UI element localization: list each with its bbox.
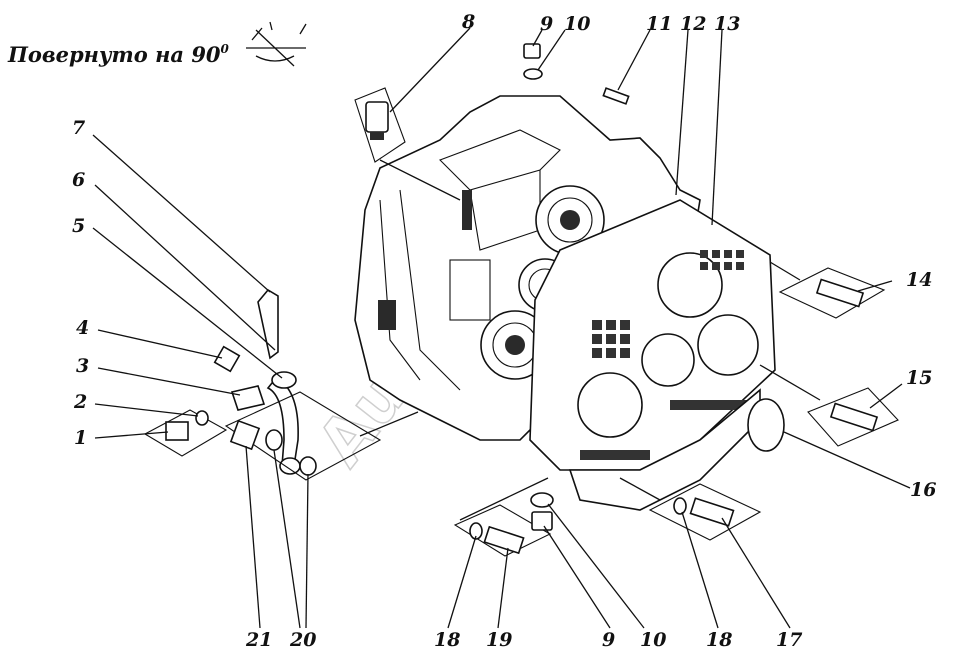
part-18-19-stud [453,504,552,557]
part-16-disc [747,398,785,452]
callout-9-bottom: 9 [602,629,615,651]
diagram-title: Повернуто на 900 [7,42,230,67]
callout-4: 4 [76,317,89,339]
callout-18-left: 18 [434,629,460,651]
callout-20: 20 [289,629,316,651]
part-9-10-bottom [530,492,554,531]
callout-12: 12 [680,13,706,35]
part-20-21-fitting [224,391,382,481]
part-1-2-bolt [143,409,228,457]
callout-17: 17 [776,629,802,651]
callout-10-top: 10 [564,13,590,35]
gearbox-housing [354,95,776,511]
callout-5: 5 [72,215,85,237]
callout-21: 21 [245,629,272,651]
rotation-symbol-icon [246,21,307,67]
callout-19: 19 [486,629,512,651]
callout-7: 7 [72,117,85,139]
callout-14: 14 [906,269,932,291]
callout-1: 1 [74,427,87,449]
part-9-10-top [523,43,543,80]
part-5-6-7-pipe [257,288,301,475]
callout-16: 16 [910,479,936,501]
callout-labels: 7 6 5 4 3 2 1 8 9 10 11 12 13 14 15 16 1… [72,11,936,651]
callout-18-right: 18 [706,629,732,651]
callout-15: 15 [906,367,932,389]
callout-6: 6 [72,169,85,191]
part-11-pin [602,87,630,105]
callout-11: 11 [646,13,672,35]
part-14-stud [778,267,886,319]
part-8-plug [354,87,406,163]
leader-lines [92,27,911,629]
callout-10-bottom: 10 [640,629,666,651]
callout-13: 13 [714,13,740,35]
callout-9-top: 9 [540,13,553,35]
callout-8: 8 [461,11,475,33]
callout-3: 3 [76,355,89,377]
callout-2: 2 [73,391,87,413]
part-15-stud [807,387,899,447]
part-3-4-clamp [213,345,266,411]
